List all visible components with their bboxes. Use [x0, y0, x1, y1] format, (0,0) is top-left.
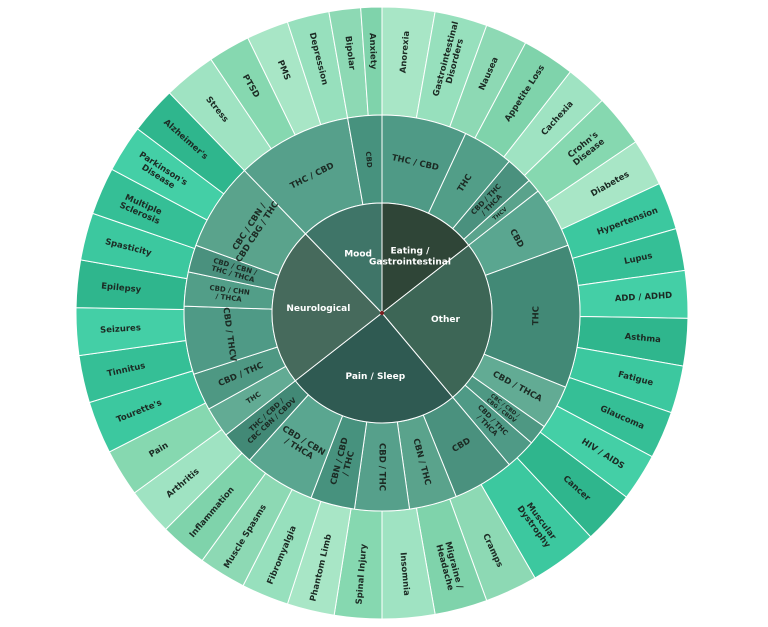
category-label-pain-sleep: Pain / Sleep — [345, 372, 405, 382]
condition-label: Anorexia — [398, 30, 412, 74]
cannabinoid-label: THC — [531, 306, 541, 325]
condition-label: Epilepsy — [101, 281, 142, 295]
category-label-eating-gastrointestinal: Eating /Gastrointestinal — [369, 246, 451, 267]
category-neurological — [271, 233, 383, 382]
cannabinoid-label: CBD / THC — [377, 443, 387, 491]
cannabinoid-label: CBD — [364, 151, 373, 168]
condition-label: ADD / ADHD — [615, 291, 673, 304]
categories-ring — [271, 202, 493, 424]
category-label-mood: Mood — [344, 249, 372, 259]
condition-label: Seizures — [100, 323, 141, 335]
category-pain-sleep — [294, 312, 454, 424]
condition-label: Bipolar — [343, 35, 357, 71]
category-mood — [304, 202, 383, 315]
condition-label: Insomnia — [397, 552, 411, 597]
center-dot — [380, 311, 384, 315]
condition-label: Spinal Injury — [355, 543, 370, 605]
category-other — [381, 244, 493, 398]
condition-label: Anxiety — [367, 33, 378, 70]
category-label-neurological: Neurological — [286, 304, 350, 314]
conditions-ring — [75, 6, 689, 620]
category-eating-gastrointestinal — [381, 202, 470, 315]
category-label-other: Other — [431, 315, 460, 325]
cannabinoid-label: CBD / CHN/ THCA — [208, 284, 250, 305]
condition-label: Asthma — [624, 332, 661, 345]
